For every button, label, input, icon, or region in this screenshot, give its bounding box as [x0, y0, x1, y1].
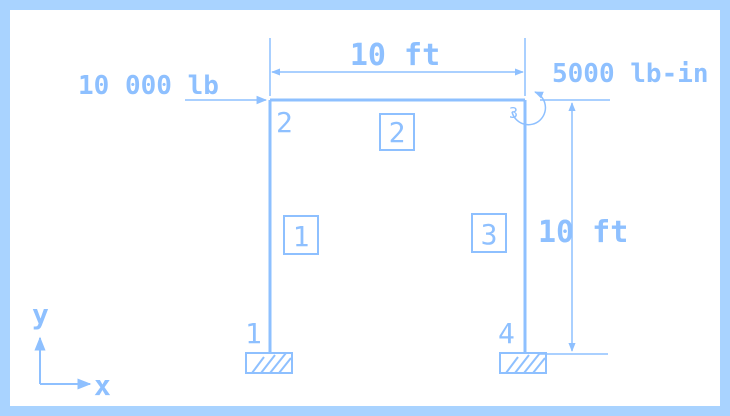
right-height-label: 10 ft: [538, 215, 628, 250]
element-3-label: 3: [481, 218, 498, 251]
axis-triad-icon: [34, 336, 92, 390]
top-dimension: [269, 38, 526, 96]
top-span-label: 10 ft: [350, 38, 440, 73]
x-axis-label: x: [94, 369, 111, 402]
fixed-support-icon: [499, 352, 547, 374]
fixed-support-icon: [245, 352, 293, 374]
element-2-label: 2: [389, 116, 406, 149]
force-label: 10 000 lb: [78, 71, 219, 101]
node-1-label: 1: [245, 317, 262, 350]
element-3-box: [471, 213, 507, 253]
y-axis-label: y: [32, 298, 49, 331]
moment-arrow-icon: [511, 91, 547, 126]
moment-label: 5000 lb-in: [552, 59, 709, 89]
element-1-label: 1: [293, 220, 310, 253]
frame-members: [268, 98, 527, 352]
element-2-box: [379, 113, 415, 151]
node-3-label: 3: [509, 104, 518, 122]
node-2-label: 2: [276, 106, 293, 139]
right-dimension: [540, 99, 610, 355]
node-4-label: 4: [498, 317, 515, 350]
element-1-box: [283, 215, 319, 255]
